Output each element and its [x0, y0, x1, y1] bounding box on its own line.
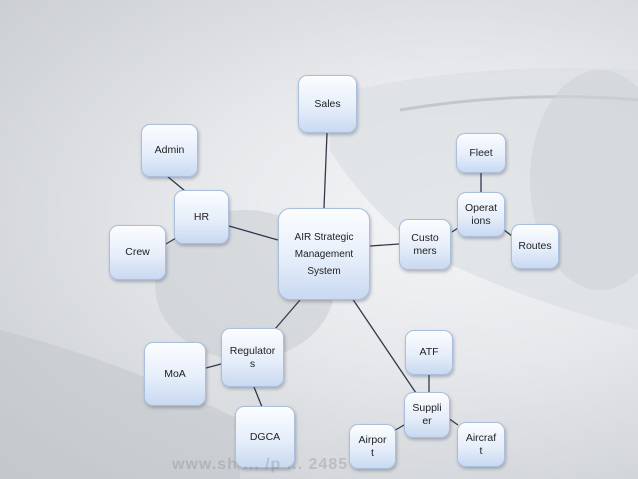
center-line-2: Management — [294, 248, 354, 260]
node-operations-line-2: ions — [471, 214, 491, 227]
node-regulators[interactable]: Regulator s — [221, 328, 284, 387]
node-atf-label: ATF — [419, 346, 439, 358]
node-suppliers-line-2: er — [422, 415, 432, 427]
node-suppliers-line-1: Suppli — [412, 402, 442, 414]
node-crew-label: Crew — [125, 246, 150, 258]
node-regulators-line-2: s — [249, 357, 256, 370]
watermark-text: www.sh ... /p ... 2485 — [172, 456, 349, 473]
node-dgca-label: DGCA — [249, 430, 281, 443]
node-airport[interactable]: Airpor t — [349, 424, 396, 469]
edge-center-regulators — [274, 299, 301, 330]
center-line-1: AIR Strategic — [294, 231, 354, 243]
node-moa[interactable]: MoA — [144, 342, 206, 406]
edge-center-sales — [323, 132, 328, 209]
node-fleet[interactable]: Fleet — [456, 133, 506, 173]
edge-admin-hr — [166, 175, 186, 192]
node-admin[interactable]: Admin — [141, 124, 198, 177]
node-sales[interactable]: Sales — [298, 75, 357, 133]
node-regulators-line-1: Regulator — [229, 344, 276, 357]
node-moa-label: MoA — [164, 367, 186, 380]
node-sales-label: Sales — [314, 97, 341, 110]
node-routes-label: Routes — [518, 240, 552, 252]
edge-center-customers — [369, 243, 400, 247]
edge-regulators-dgca — [253, 386, 263, 408]
center-line-3: System — [307, 265, 341, 277]
node-customers-line-1: Custo — [411, 231, 439, 244]
node-atf[interactable]: ATF — [405, 330, 453, 375]
node-airport-line-1: Airpor — [358, 433, 387, 446]
node-fleet-label: Fleet — [469, 146, 493, 159]
node-customers[interactable]: Custo mers — [399, 219, 451, 270]
edge-center-suppliers — [351, 297, 417, 394]
node-hr[interactable]: HR — [174, 190, 229, 244]
node-crew[interactable]: Crew — [109, 225, 166, 280]
node-hr-label: HR — [193, 210, 210, 223]
node-admin-label: Admin — [154, 144, 185, 156]
node-routes[interactable]: Routes — [511, 224, 559, 269]
node-airport-line-2: t — [371, 446, 374, 459]
node-center[interactable]: AIR Strategic Management System — [278, 208, 370, 300]
node-aircraft-line-2: t — [479, 444, 483, 457]
edge-operations-routes — [503, 229, 513, 237]
node-operations-line-1: Operat — [464, 201, 498, 214]
edge-center-hr — [228, 225, 279, 241]
node-suppliers[interactable]: Suppli er — [404, 392, 450, 438]
edge-regulators-moa — [205, 363, 222, 369]
node-aircraft-line-1: Aircraf — [465, 431, 497, 444]
node-customers-line-2: mers — [413, 244, 437, 257]
node-aircraft[interactable]: Aircraf t — [457, 422, 505, 467]
node-dgca[interactable]: DGCA — [235, 406, 295, 468]
node-operations[interactable]: Operat ions — [457, 192, 505, 237]
